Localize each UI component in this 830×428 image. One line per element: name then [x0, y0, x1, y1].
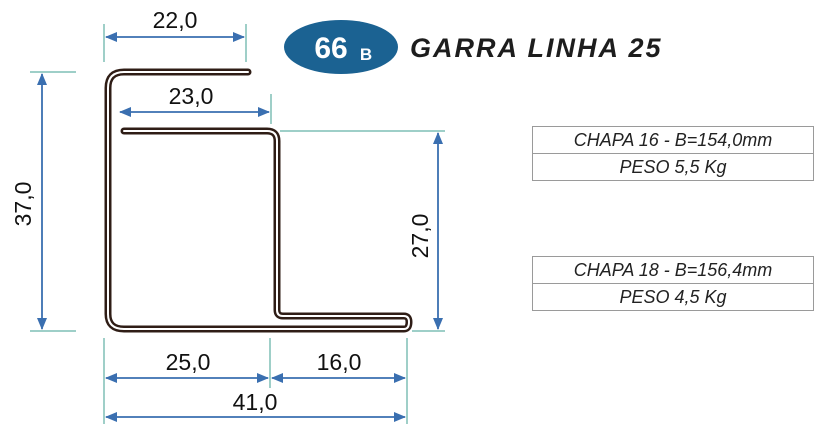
- extension-lines: [30, 24, 445, 424]
- spec-peso: PESO 4,5 Kg: [532, 283, 814, 311]
- dim-label-bottom-right: 16,0: [317, 349, 362, 375]
- dim-label-total-height: 37,0: [10, 182, 36, 227]
- product-title: GARRA LINHA 25: [410, 33, 663, 63]
- badge-number: 66: [314, 32, 347, 65]
- spec-chapa: CHAPA 16 - B=154,0mm: [532, 126, 814, 154]
- dim-label-bottom-left: 25,0: [166, 349, 211, 375]
- catalog-badge: 66 B: [284, 20, 398, 74]
- dim-label-total-width: 41,0: [233, 389, 278, 415]
- spec-table-chapa-16: CHAPA 16 - B=154,0mm PESO 5,5 Kg: [532, 126, 814, 181]
- dimension-lines: [37, 32, 443, 422]
- badge-suffix: B: [360, 45, 372, 64]
- dim-label-step-height: 27,0: [407, 214, 433, 259]
- spec-table-chapa-18: CHAPA 18 - B=156,4mm PESO 4,5 Kg: [532, 256, 814, 311]
- spec-chapa: CHAPA 18 - B=156,4mm: [532, 256, 814, 284]
- spec-peso: PESO 5,5 Kg: [532, 153, 814, 181]
- dim-label-inner-flange: 23,0: [169, 83, 214, 109]
- garra-profile: [104, 68, 413, 333]
- dim-label-top-flange: 22,0: [153, 7, 198, 33]
